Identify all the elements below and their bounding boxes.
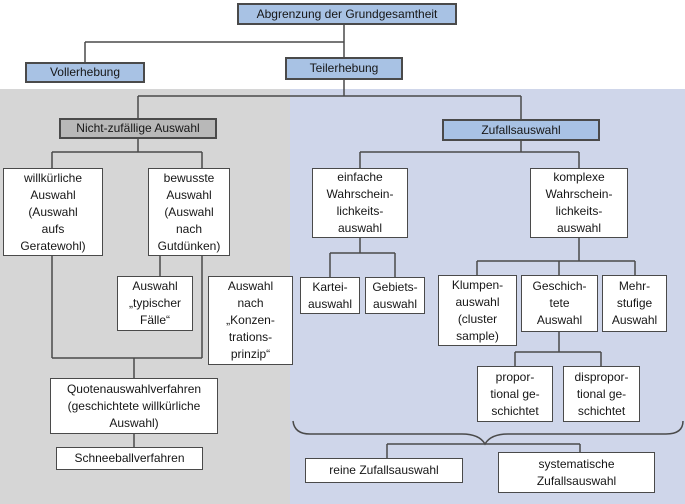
node-einfache-wahrscheinlichkeitsauswahl: einfache Wahrschein- lichkeits- auswahl <box>312 168 408 238</box>
node-proportional-geschichtet: propor- tional ge- schichtet <box>477 366 553 422</box>
node-nicht-zufaellige-auswahl: Nicht-zufällige Auswahl <box>59 118 217 139</box>
node-willkuerliche-auswahl: willkürliche Auswahl (Auswahl aufs Gerat… <box>3 168 103 256</box>
node-vollerhebung: Vollerhebung <box>25 62 145 83</box>
node-systematische-zufallsauswahl: systematische Zufallsauswahl <box>498 452 655 493</box>
node-geschichtete-auswahl: Geschich- tete Auswahl <box>521 275 598 332</box>
node-zufallsauswahl: Zufallsauswahl <box>442 119 600 141</box>
node-quotenauswahlverfahren: Quotenauswahlverfahren (geschichtete wil… <box>50 378 218 434</box>
node-reine-zufallsauswahl: reine Zufallsauswahl <box>305 458 463 483</box>
node-mehrstufige-auswahl: Mehr- stufige Auswahl <box>602 275 667 332</box>
node-schneeballverfahren: Schneeballverfahren <box>56 447 203 470</box>
node-klumpenauswahl: Klumpen- auswahl (cluster sample) <box>438 275 517 346</box>
node-karteiauswahl: Kartei- auswahl <box>300 277 360 314</box>
node-abgrenzung-der-grundgesamtheit: Abgrenzung der Grundgesamtheit <box>237 3 457 25</box>
node-auswahl-typischer-faelle: Auswahl „typischer Fälle“ <box>117 276 193 331</box>
node-gebietsauswahl: Gebiets- auswahl <box>365 277 425 314</box>
node-teilerhebung: Teilerhebung <box>285 57 403 80</box>
node-komplexe-wahrscheinlichkeitsauswahl: komplexe Wahrschein- lichkeits- auswahl <box>530 168 628 238</box>
node-auswahl-nach-konzentrationsprinzip: Auswahl nach „Konzen- trations- prinzip“ <box>208 276 293 365</box>
node-disproportional-geschichtet: dispropor- tional ge- schichtet <box>563 366 640 422</box>
node-bewusste-auswahl: bewusste Auswahl (Auswahl nach Gutdünken… <box>148 168 230 256</box>
